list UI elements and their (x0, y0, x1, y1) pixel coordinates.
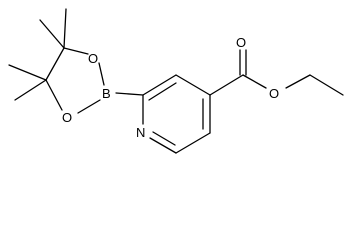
bond-c2-c3-inner (148, 82, 177, 101)
atom-label-oxygen-2: O (62, 110, 72, 125)
atom-label-carbonyl-oxygen: O (236, 35, 246, 50)
methyl-bonds (8, 8, 67, 101)
atom-label-ester-oxygen: O (269, 86, 279, 101)
bond-c6-n-inner (152, 131, 176, 146)
chemical-structure-diagram: O O B N O O (8, 8, 344, 154)
bond-c1-c2 (45, 47, 65, 81)
bond-b-c2py (115, 92, 144, 96)
bond-b-o2 (77, 99, 101, 114)
bond-o1-b (98, 62, 105, 86)
atom-label-nitrogen: N (136, 125, 145, 140)
bond-methyl-1 (39, 19, 65, 49)
ester-bonds (209, 49, 344, 96)
bond-ch2-ch3 (309, 74, 344, 96)
bond-c4-carbonyl (209, 74, 244, 96)
bond-methyl-3 (8, 64, 47, 81)
bond-o2-c2 (45, 79, 63, 111)
bond-c2-c3 (142, 74, 177, 96)
bond-c5-c6 (175, 132, 211, 154)
atom-label-oxygen-1: O (88, 51, 98, 66)
bond-c3-c4 (175, 74, 211, 96)
dioxaborolane-ring-bonds (45, 47, 105, 114)
bond-methyl-2 (63, 8, 67, 49)
bond-c6-n (149, 137, 177, 154)
bond-oester-ch2 (285, 74, 311, 89)
pyridine-ring-bonds (142, 74, 211, 154)
bond-carbonyl-oester (242, 74, 267, 89)
atom-label-boron: B (102, 86, 111, 101)
bond-methyl-4 (14, 79, 47, 101)
bond-c1-o1 (63, 47, 89, 55)
